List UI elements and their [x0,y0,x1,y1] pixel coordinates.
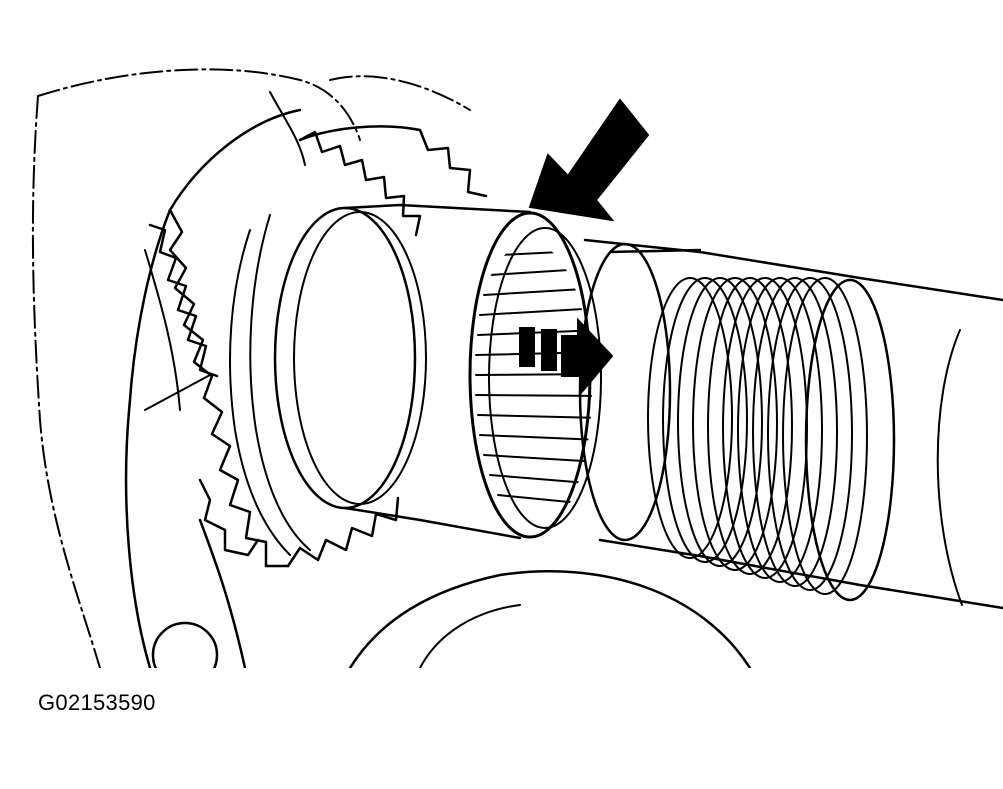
shaft-end [936,329,963,606]
figure-id-label: G02153590 [38,690,156,715]
pointer-arrow-icon [528,98,650,222]
housing-outline [31,68,752,668]
direction-arrow-icon [519,317,614,397]
collar [273,203,532,540]
bevel-gear [148,125,488,568]
shaft-grooves [647,277,896,602]
